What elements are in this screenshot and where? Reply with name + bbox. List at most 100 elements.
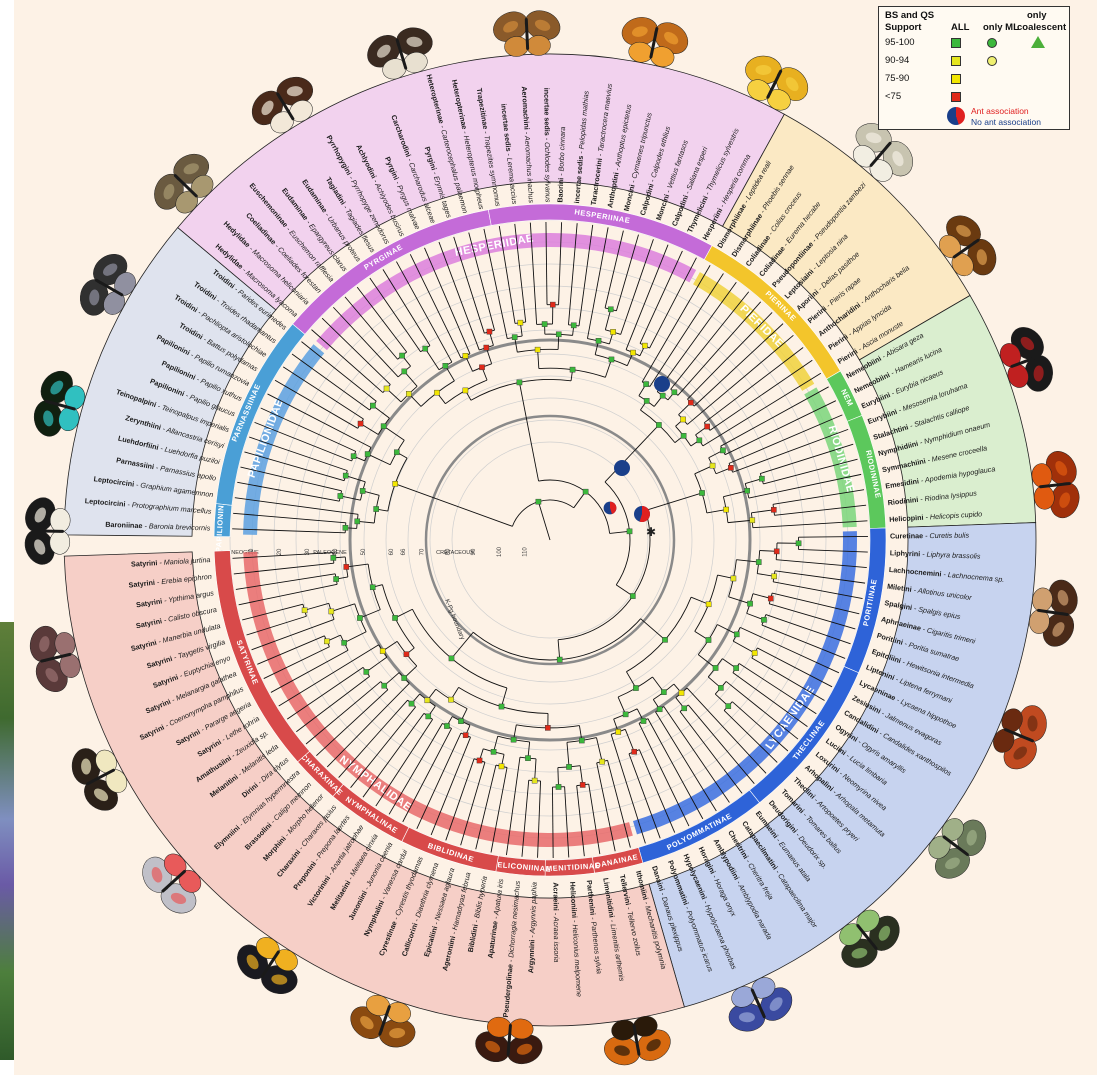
phylogeny-figure: 110100908070666050403020100CRETACEOUSPAL… <box>14 0 1097 1075</box>
support-node-marker <box>632 749 637 754</box>
tree-branch <box>704 348 803 423</box>
butterfly-specimen-image <box>1026 571 1087 654</box>
tree-branch <box>425 349 439 370</box>
tip-label: Curetinae - Curetis bulis <box>890 531 970 541</box>
support-node-marker <box>556 784 561 789</box>
support-node-marker <box>351 454 356 459</box>
support-node-marker <box>774 549 779 554</box>
legend-col-coal-line2: coalescent <box>1017 22 1066 33</box>
support-node-marker <box>518 320 523 325</box>
tree-branch <box>707 510 726 513</box>
support-node-marker <box>596 338 601 343</box>
support-node-marker <box>384 386 389 391</box>
support-node-marker <box>642 343 647 348</box>
support-node-marker <box>710 463 715 468</box>
support-node-marker <box>344 564 349 569</box>
support-node-marker <box>641 718 646 723</box>
support-node-marker <box>536 499 541 504</box>
support-node-marker <box>409 701 414 706</box>
support-node-marker <box>609 357 614 362</box>
tree-branch <box>552 787 553 858</box>
support-node-marker <box>324 639 329 644</box>
support-node-marker <box>745 488 750 493</box>
legend-swatch-square-lightyellow <box>951 56 961 66</box>
legend-row-75-90: 75-90 <box>885 73 909 84</box>
support-node-marker <box>756 559 761 564</box>
support-node-marker <box>338 493 343 498</box>
support-node-marker <box>343 525 348 530</box>
tree-branch <box>721 387 829 446</box>
support-node-marker <box>557 657 562 662</box>
support-node-marker <box>382 683 387 688</box>
support-node-marker <box>355 519 360 524</box>
tree-branch <box>703 373 821 446</box>
support-node-marker <box>566 764 571 769</box>
tree-branch <box>733 641 754 653</box>
support-node-marker <box>479 365 484 370</box>
tree-branch <box>344 632 366 643</box>
support-node-marker <box>329 609 334 614</box>
tree-branch <box>694 324 783 406</box>
tree-branch <box>292 354 370 410</box>
support-node-marker <box>705 424 710 429</box>
support-node-marker <box>630 593 635 598</box>
tree-branch <box>567 742 569 767</box>
tree-branch <box>751 510 773 513</box>
support-node-marker <box>661 690 666 695</box>
support-node-marker <box>550 302 555 307</box>
support-node-marker <box>393 481 398 486</box>
support-node-marker <box>370 403 375 408</box>
tree-branch <box>346 564 368 567</box>
support-node-marker <box>657 707 662 712</box>
support-node-marker <box>680 417 685 422</box>
ant-association-pie-icon <box>947 107 965 125</box>
support-node-marker <box>718 685 723 690</box>
legend-swatch-square-red <box>951 92 961 102</box>
tree-branch <box>671 292 749 389</box>
support-node-marker <box>706 602 711 607</box>
legend-col-coal-line1: only <box>1027 10 1047 21</box>
support-node-marker <box>458 719 463 724</box>
tree-branch <box>565 787 569 858</box>
tree-branch <box>610 531 630 533</box>
tree-branch <box>366 657 387 672</box>
time-axis-label: 50 <box>361 548 367 555</box>
legend-col-ml: only ML <box>983 22 1019 33</box>
support-node-marker <box>364 669 369 674</box>
tip-label: Acraeini - Acraea issoria <box>551 882 561 962</box>
tree-branch <box>726 681 798 739</box>
support-node-marker <box>660 393 665 398</box>
support-node-marker <box>499 704 504 709</box>
time-axis-label: 110 <box>523 547 529 557</box>
tree-branch <box>339 700 408 777</box>
tree-branch <box>687 312 772 399</box>
ant-icon: ✱ <box>646 525 656 539</box>
support-node-marker <box>720 448 725 453</box>
support-node-marker <box>688 400 693 405</box>
support-node-marker <box>370 585 375 590</box>
support-node-marker <box>334 576 339 581</box>
support-node-marker <box>484 345 489 350</box>
support-node-marker <box>392 615 397 620</box>
support-node-marker <box>302 608 307 613</box>
support-node-marker <box>358 421 363 426</box>
support-node-marker <box>499 764 504 769</box>
tree-branch <box>798 549 867 552</box>
support-node-marker <box>672 390 677 395</box>
support-node-marker <box>365 451 370 456</box>
legend-row-lt75: <75 <box>885 91 901 102</box>
support-legend: BS and QS Support ALL only ML only coale… <box>878 6 1070 130</box>
support-node-marker <box>644 398 649 403</box>
tree-branch <box>535 759 536 781</box>
support-node-marker <box>679 690 684 695</box>
time-axis-label: 66 <box>401 548 407 555</box>
tree-branch <box>605 309 610 329</box>
support-node-marker <box>425 698 430 703</box>
support-node-marker <box>630 350 635 355</box>
tree-branch <box>312 330 383 393</box>
era-label: CRETACEOUS <box>436 550 474 556</box>
support-node-marker <box>423 346 428 351</box>
support-node-marker <box>752 650 757 655</box>
tip-label: incertae sedis - Ochlodes sylvanus <box>542 88 552 203</box>
legend-ant-yes: Ant association <box>971 106 1029 116</box>
